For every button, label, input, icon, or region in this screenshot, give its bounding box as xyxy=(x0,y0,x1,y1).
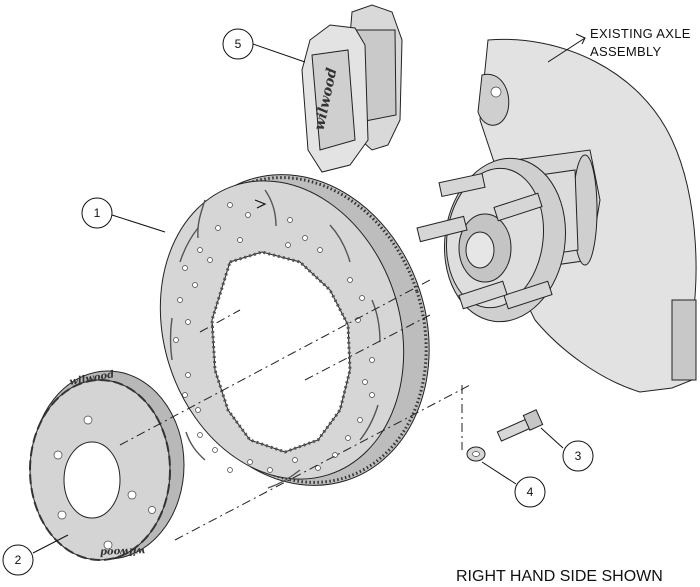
hat-brand-mark-bottom: wilwood xyxy=(100,545,146,558)
callout-1-number: 1 xyxy=(94,206,101,220)
brake-rotor xyxy=(159,174,430,489)
callout-5-number: 5 xyxy=(235,37,242,51)
axle-label-line1: EXISTING AXLE xyxy=(590,26,691,41)
callout-5: 5 xyxy=(222,28,306,63)
callout-3-number: 3 xyxy=(575,449,582,463)
callout-4-number: 4 xyxy=(527,485,534,499)
callout-3: 3 xyxy=(540,427,594,472)
callout-1-circle xyxy=(81,197,113,229)
rotor-hat: wilwood wilwood xyxy=(29,369,185,561)
axle-label-line2: ASSEMBLY xyxy=(590,44,662,59)
callout-4-circle xyxy=(514,476,546,508)
rotor-slots xyxy=(169,189,381,489)
callout-3-circle xyxy=(562,440,594,472)
axle-label: EXISTING AXLE ASSEMBLY xyxy=(547,26,691,63)
wheel-hub xyxy=(416,157,567,323)
rotation-arrow-icon xyxy=(254,199,267,209)
callout-5-circle xyxy=(222,28,254,60)
washer xyxy=(466,446,486,462)
assembly-centerlines xyxy=(119,279,471,541)
brake-pads: wilwood xyxy=(301,4,403,173)
rotor-drill-holes xyxy=(173,202,375,473)
callout-2-circle xyxy=(2,544,34,576)
wheel-studs xyxy=(416,172,553,310)
callout-1: 1 xyxy=(81,197,166,233)
mounting-bolt xyxy=(496,409,544,442)
side-caption: RIGHT HAND SIDE SHOWN xyxy=(456,568,663,585)
callout-2-number: 2 xyxy=(15,553,22,567)
callout-4: 4 xyxy=(481,461,546,508)
hat-lug-holes xyxy=(53,415,156,550)
callout-2: 2 xyxy=(2,534,69,576)
